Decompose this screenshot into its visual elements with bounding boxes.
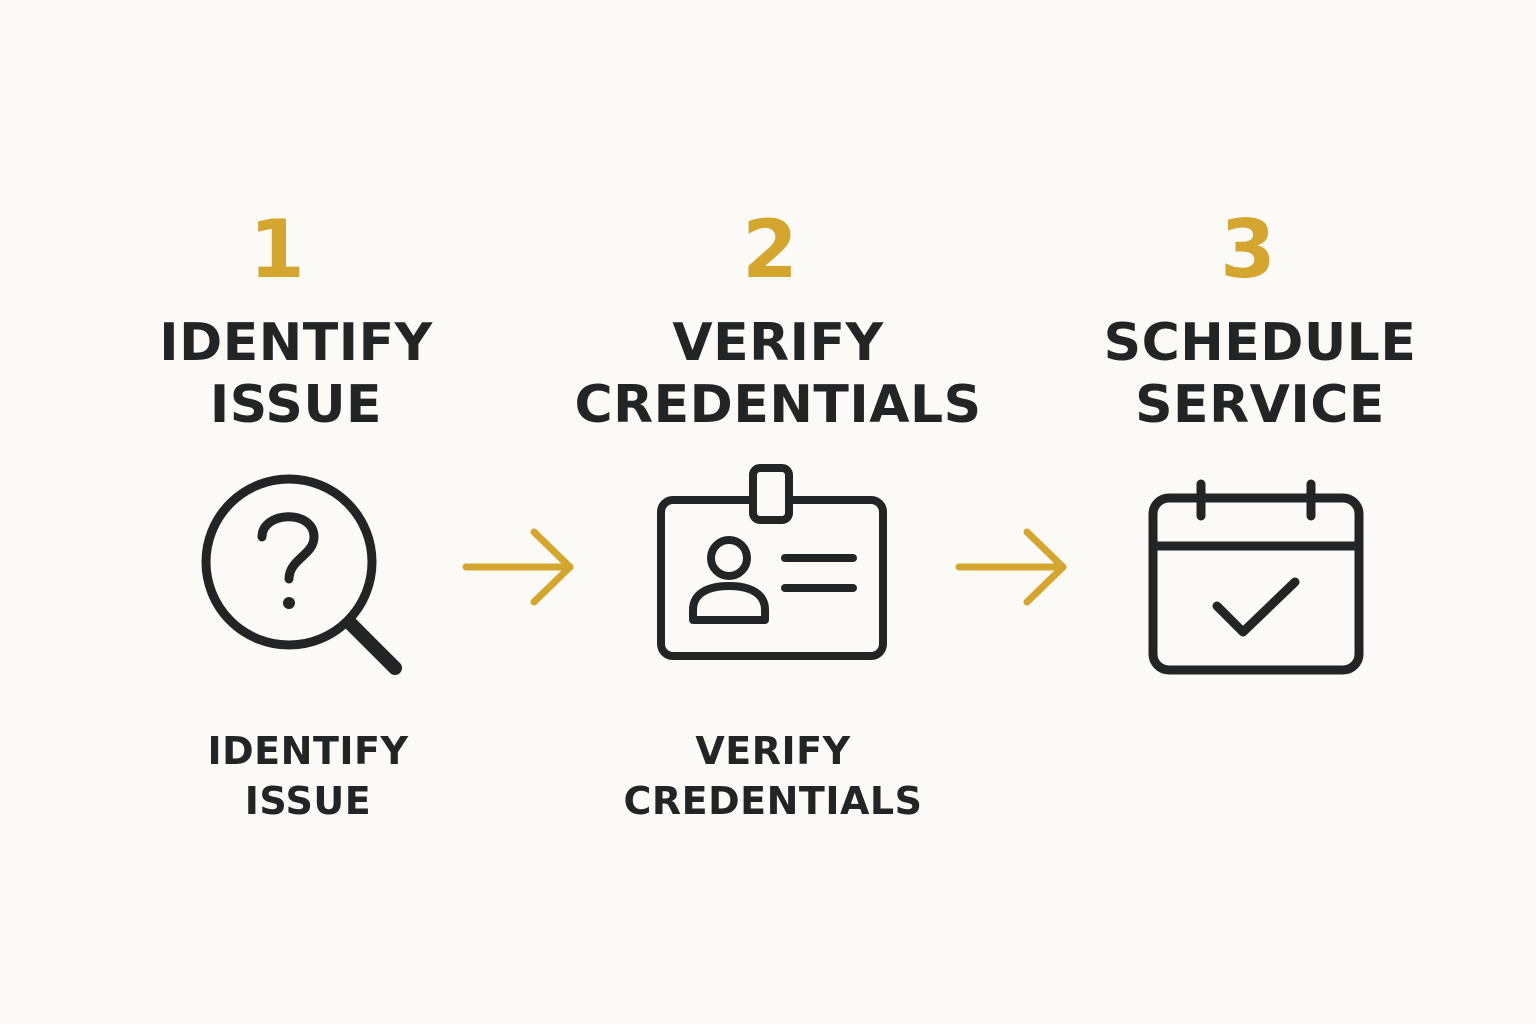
step-1-caption: IDENTIFY ISSUE	[108, 726, 508, 826]
step-1-title-line-2: ISSUE	[209, 375, 383, 435]
step-3-title-line-1: SCHEDULE	[1103, 313, 1417, 373]
step-2-title: VERIFY CREDENTIALS	[548, 312, 1008, 436]
step-1-number: 1	[249, 203, 305, 296]
calendar-check-icon	[1148, 479, 1364, 675]
step-3-title-line-2: SERVICE	[1135, 375, 1385, 435]
step-2-title-line-2: CREDENTIALS	[574, 375, 982, 435]
step-1-caption-line-1: IDENTIFY	[207, 729, 409, 773]
step-2-caption: VERIFY CREDENTIALS	[573, 726, 973, 826]
step-2-title-line-1: VERIFY	[672, 313, 884, 373]
arrow-right-icon	[462, 528, 574, 606]
arrow-right-icon	[955, 528, 1067, 606]
step-2-caption-line-1: VERIFY	[695, 729, 851, 773]
step-3-title: SCHEDULE SERVICE	[1030, 312, 1490, 436]
step-1-title: IDENTIFY ISSUE	[66, 312, 526, 436]
step-1-title-line-1: IDENTIFY	[159, 313, 433, 373]
step-2-caption-line-2: CREDENTIALS	[623, 779, 923, 823]
magnifier-question-icon	[201, 474, 402, 675]
step-3-number: 3	[1220, 203, 1276, 296]
id-badge-icon	[657, 464, 887, 660]
step-1-caption-line-2: ISSUE	[244, 779, 372, 823]
step-2-number: 2	[742, 203, 798, 296]
